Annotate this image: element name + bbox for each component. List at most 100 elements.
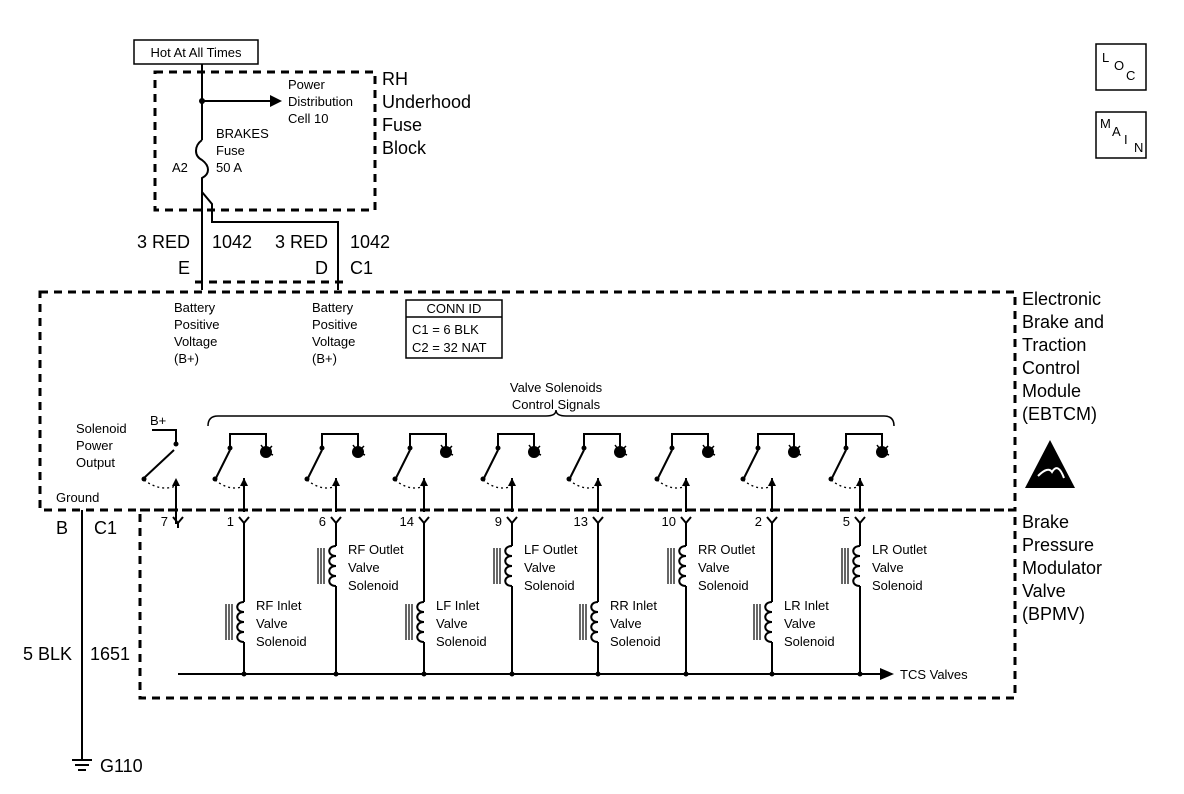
ebtcm-outline [38,290,1017,512]
solenoid-label: Solenoid [784,634,835,649]
bplus2-label: Battery Positive Voltage (B+) [312,300,358,366]
conn-id-c2: C2 = 32 NAT [412,340,487,355]
svg-text:Control: Control [1022,358,1080,378]
hot-label-box [133,39,259,65]
solenoid-label: Valve [872,560,904,575]
pin-number: 7 [161,514,168,529]
solenoid-label: Solenoid [348,578,399,593]
svg-text:A: A [1112,124,1121,139]
driver-switch [740,433,802,512]
solenoid-label: Valve [698,560,730,575]
pdc-label: Power Distribution Cell 10 [288,77,353,126]
fuse-symbol [195,139,209,290]
svg-text:I: I [1124,132,1128,147]
wire-d-gauge: 3 RED [275,232,328,252]
svg-text:Block: Block [382,138,427,158]
pin-number: 5 [843,514,850,529]
solenoid-label: Solenoid [524,578,575,593]
ground-conn: C1 [94,518,117,538]
svg-text:Positive: Positive [174,317,220,332]
tcs-label: TCS Valves [900,667,968,682]
bpmv-title: Brake Pressure Modulator Valve (BPMV) [1022,512,1102,624]
svg-text:BRAKES: BRAKES [216,126,269,141]
svg-text:(B+): (B+) [174,351,199,366]
svg-text:Valve: Valve [1022,581,1066,601]
driver-switch [828,433,890,512]
svg-text:L: L [1102,50,1109,65]
ground-label: Ground [56,490,99,505]
svg-text:Underhood: Underhood [382,92,471,112]
svg-text:Positive: Positive [312,317,358,332]
wire-conn-label: C1 [350,258,373,278]
svg-text:Power: Power [288,77,326,92]
svg-text:(B+): (B+) [312,351,337,366]
svg-text:Voltage: Voltage [174,334,217,349]
connector-pin: 9 [495,514,518,529]
solenoid-label: Solenoid [698,578,749,593]
valve-ctrl-label-2: Control Signals [512,397,601,412]
driver-switch [480,433,542,512]
bplus1-label: Battery Positive Voltage (B+) [174,300,220,366]
svg-text:O: O [1114,58,1124,73]
svg-text:Fuse: Fuse [382,115,422,135]
solenoid-label: Solenoid [436,634,487,649]
solenoid-label: Valve [256,616,288,631]
driver-switch [304,433,366,512]
driver-switch [392,433,454,512]
conn-id-title: CONN ID [427,301,482,316]
svg-text:RH: RH [382,69,408,89]
solenoid-label: Valve [524,560,556,575]
solenoid-label: RF Outlet [348,542,404,557]
pin-number: 14 [400,514,414,529]
wire-e-circuit: 1042 [212,232,252,252]
solenoid-label: Solenoid [872,578,923,593]
svg-text:Brake: Brake [1022,512,1069,532]
switch-layer [212,433,890,512]
wire-d-pin: D [315,258,328,278]
bplus-small-label: B+ [150,413,166,428]
ebtcm-title: Electronic Brake and Traction Control Mo… [1022,289,1104,424]
pin-number: 6 [319,514,326,529]
valve-ctrl-bracket [207,409,895,427]
ground-symbol-icon [72,759,92,771]
main-button[interactable]: M A I N [1095,111,1147,159]
solenoid-label: Solenoid [610,634,661,649]
ground-id: G110 [100,756,143,776]
fuse-block-outline [153,70,377,212]
svg-text:Module: Module [1022,381,1081,401]
svg-text:Brake and: Brake and [1022,312,1104,332]
svg-text:Traction: Traction [1022,335,1086,355]
fuse-block-title: RH Underhood Fuse Block [382,69,471,158]
svg-text:(EBTCM): (EBTCM) [1022,404,1097,424]
solenoid-label: LR Inlet [784,598,829,613]
driver-switch [566,433,628,512]
loc-button[interactable]: L O C [1095,43,1147,91]
fuse-pin-label: A2 [172,160,188,175]
svg-text:Output: Output [76,455,115,470]
wire-e-pin: E [178,258,190,278]
solenoid-label: RR Inlet [610,598,657,613]
ground-pin: B [56,518,68,538]
solenoid-label: RR Outlet [698,542,755,557]
connector-pin: 2 [755,514,778,529]
tcs-arrow-icon [880,668,894,680]
solenoid-label: RF Inlet [256,598,302,613]
conn-id-c1: C1 = 6 BLK [412,322,479,337]
svg-text:Modulator: Modulator [1022,558,1102,578]
solenoid-label: Valve [610,616,642,631]
solenoid-label: Valve [348,560,380,575]
driver-switch [654,433,716,512]
pdc-arrow-icon [270,95,282,107]
connector-pin: 6 [319,514,342,529]
solenoid-label: Valve [436,616,468,631]
driver-switch [212,433,274,512]
svg-text:C: C [1126,68,1135,83]
svg-text:Cell 10: Cell 10 [288,111,328,126]
